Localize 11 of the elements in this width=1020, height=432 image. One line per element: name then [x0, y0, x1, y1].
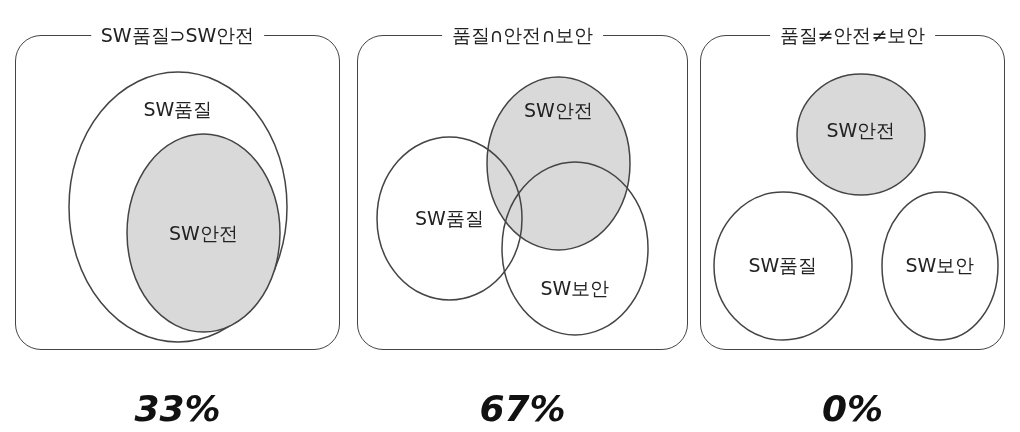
set-label: SW보안: [905, 254, 975, 276]
percentage-label: 33%: [134, 388, 221, 429]
set-label: SW품질: [415, 207, 484, 229]
percentage-label: 0%: [821, 388, 884, 429]
set-label: SW안전: [169, 222, 238, 244]
percentage-label: 67%: [479, 388, 566, 429]
set-label: SW품질: [143, 98, 213, 120]
set-label: SW품질: [748, 254, 818, 276]
set-label: SW안전: [826, 119, 896, 141]
set-label: SW안전: [524, 99, 593, 121]
set-label: SW보안: [540, 277, 610, 299]
